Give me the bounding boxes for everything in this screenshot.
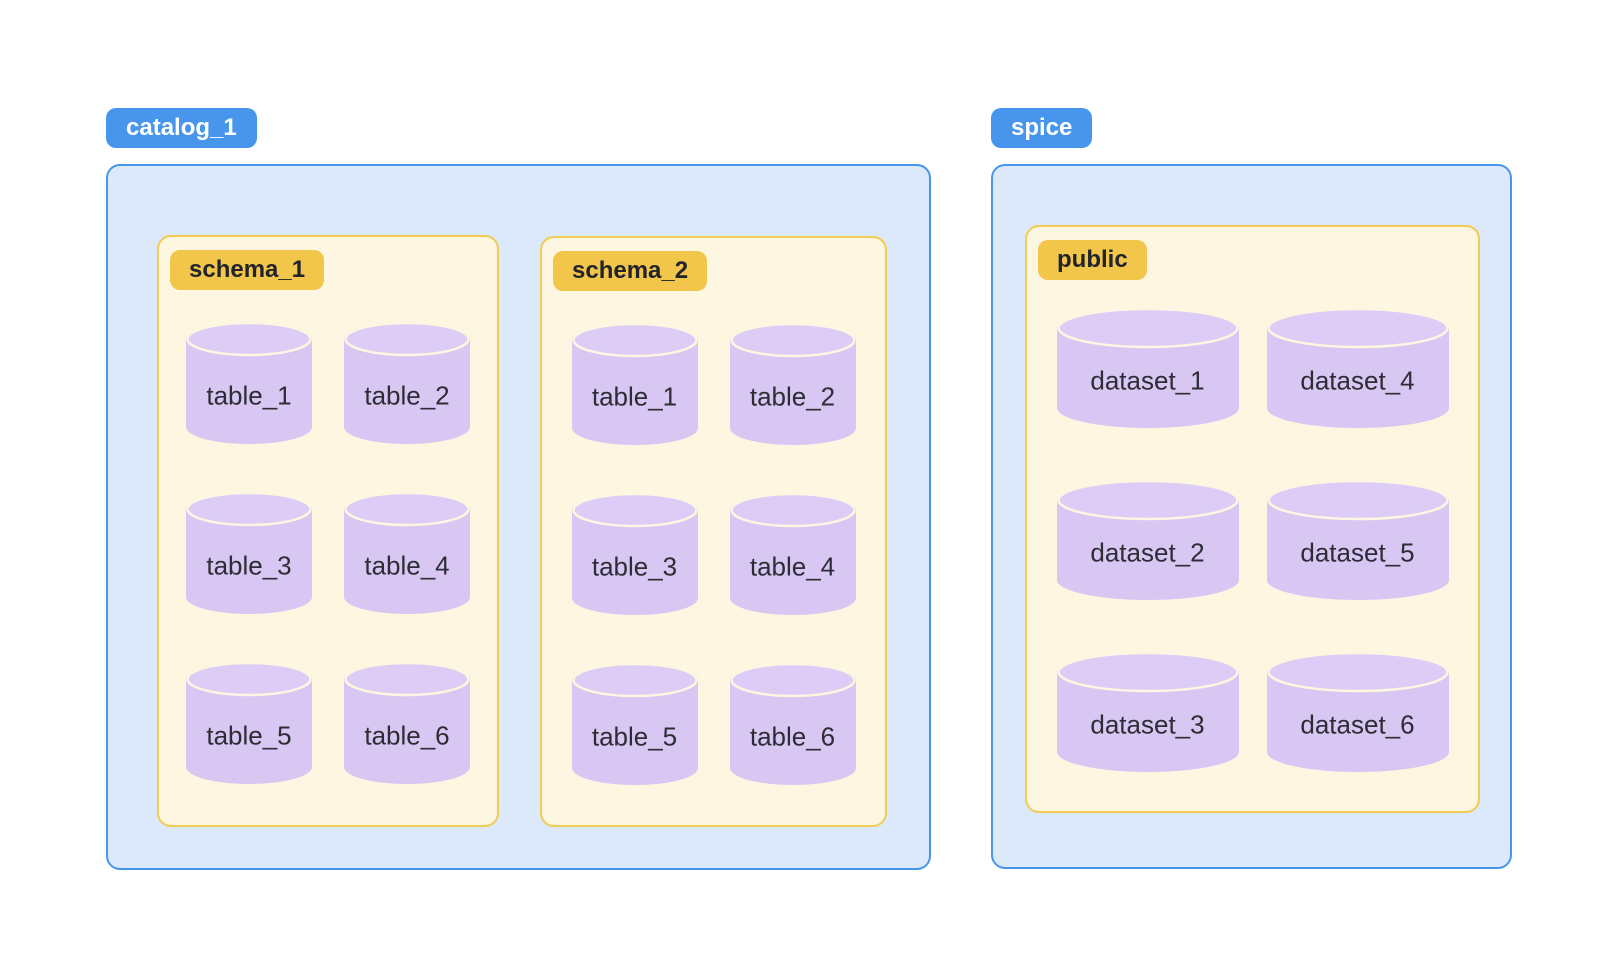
schema-label: public [1038,240,1147,280]
dataset-grid: dataset_1 dataset_4 dataset_2 [1027,308,1478,772]
table-grid: table_1 table_2 table_3 [542,323,885,785]
table-name: table_1 [591,381,678,412]
database-cylinder-icon [344,662,470,784]
dataset-cylinder: dataset_5 [1266,480,1449,600]
database-cylinder-icon [1266,308,1449,428]
table-grid: table_1 table_2 table_3 [159,322,497,784]
table-cylinder: table_4 [729,493,856,615]
dataset-name: dataset_6 [1300,709,1415,740]
database-cylinder-icon [186,662,312,784]
schema-box-1: schema_1 table_1 table_2 [157,235,499,827]
database-cylinder-icon [344,322,470,444]
table-name: table_5 [591,721,678,752]
table-cylinder: table_6 [344,662,470,784]
database-cylinder-icon [1266,480,1449,600]
table-name: table_3 [206,550,292,581]
table-cylinder: table_4 [344,492,470,614]
table-cylinder: table_3 [571,493,698,615]
table-cylinder: table_2 [729,323,856,445]
spice-container: public dataset_1 dataset_4 [991,164,1512,869]
dataset-cylinder: dataset_2 [1056,480,1239,600]
database-cylinder-icon [344,492,470,614]
table-cylinder: table_3 [186,492,312,614]
catalog-container: schema_1 table_1 table_2 [106,164,931,870]
table-cylinder: table_2 [344,322,470,444]
database-cylinder-icon [186,322,312,444]
table-cylinder: table_1 [571,323,698,445]
dataset-cylinder: dataset_3 [1056,652,1239,772]
database-cylinder-icon [186,492,312,614]
dataset-name: dataset_2 [1090,537,1205,568]
table-name: table_1 [206,380,292,411]
table-name: table_2 [749,381,836,412]
database-cylinder-icon [729,493,856,615]
spice-label: spice [991,108,1093,148]
database-cylinder-icon [729,663,856,785]
database-cylinder-icon [571,663,698,785]
database-cylinder-icon [1056,480,1239,600]
schema-label: schema_1 [170,250,325,290]
table-name: table_6 [749,721,836,752]
database-cylinder-icon [571,493,698,615]
schema-box-2: schema_2 table_1 table_2 [540,236,887,827]
schema-box-public: public dataset_1 dataset_4 [1025,225,1480,813]
dataset-cylinder: dataset_4 [1266,308,1449,428]
table-cylinder: table_6 [729,663,856,785]
database-cylinder-icon [1056,308,1239,428]
table-name: table_2 [364,380,450,411]
table-name: table_3 [591,551,678,582]
table-cylinder: table_1 [186,322,312,444]
database-cylinder-icon [1266,652,1449,772]
dataset-name: dataset_3 [1090,709,1205,740]
dataset-name: dataset_4 [1300,365,1415,396]
table-name: table_6 [364,720,450,751]
dataset-cylinder: dataset_6 [1266,652,1449,772]
dataset-cylinder: dataset_1 [1056,308,1239,428]
database-cylinder-icon [1056,652,1239,772]
table-cylinder: table_5 [571,663,698,785]
table-name: table_5 [206,720,292,751]
database-cylinder-icon [571,323,698,445]
database-cylinder-icon [729,323,856,445]
dataset-name: dataset_1 [1090,365,1205,396]
schema-label: schema_2 [553,251,708,291]
dataset-name: dataset_5 [1300,537,1415,568]
table-cylinder: table_5 [186,662,312,784]
table-name: table_4 [749,551,836,582]
catalog-label: catalog_1 [106,108,257,148]
table-name: table_4 [364,550,450,581]
